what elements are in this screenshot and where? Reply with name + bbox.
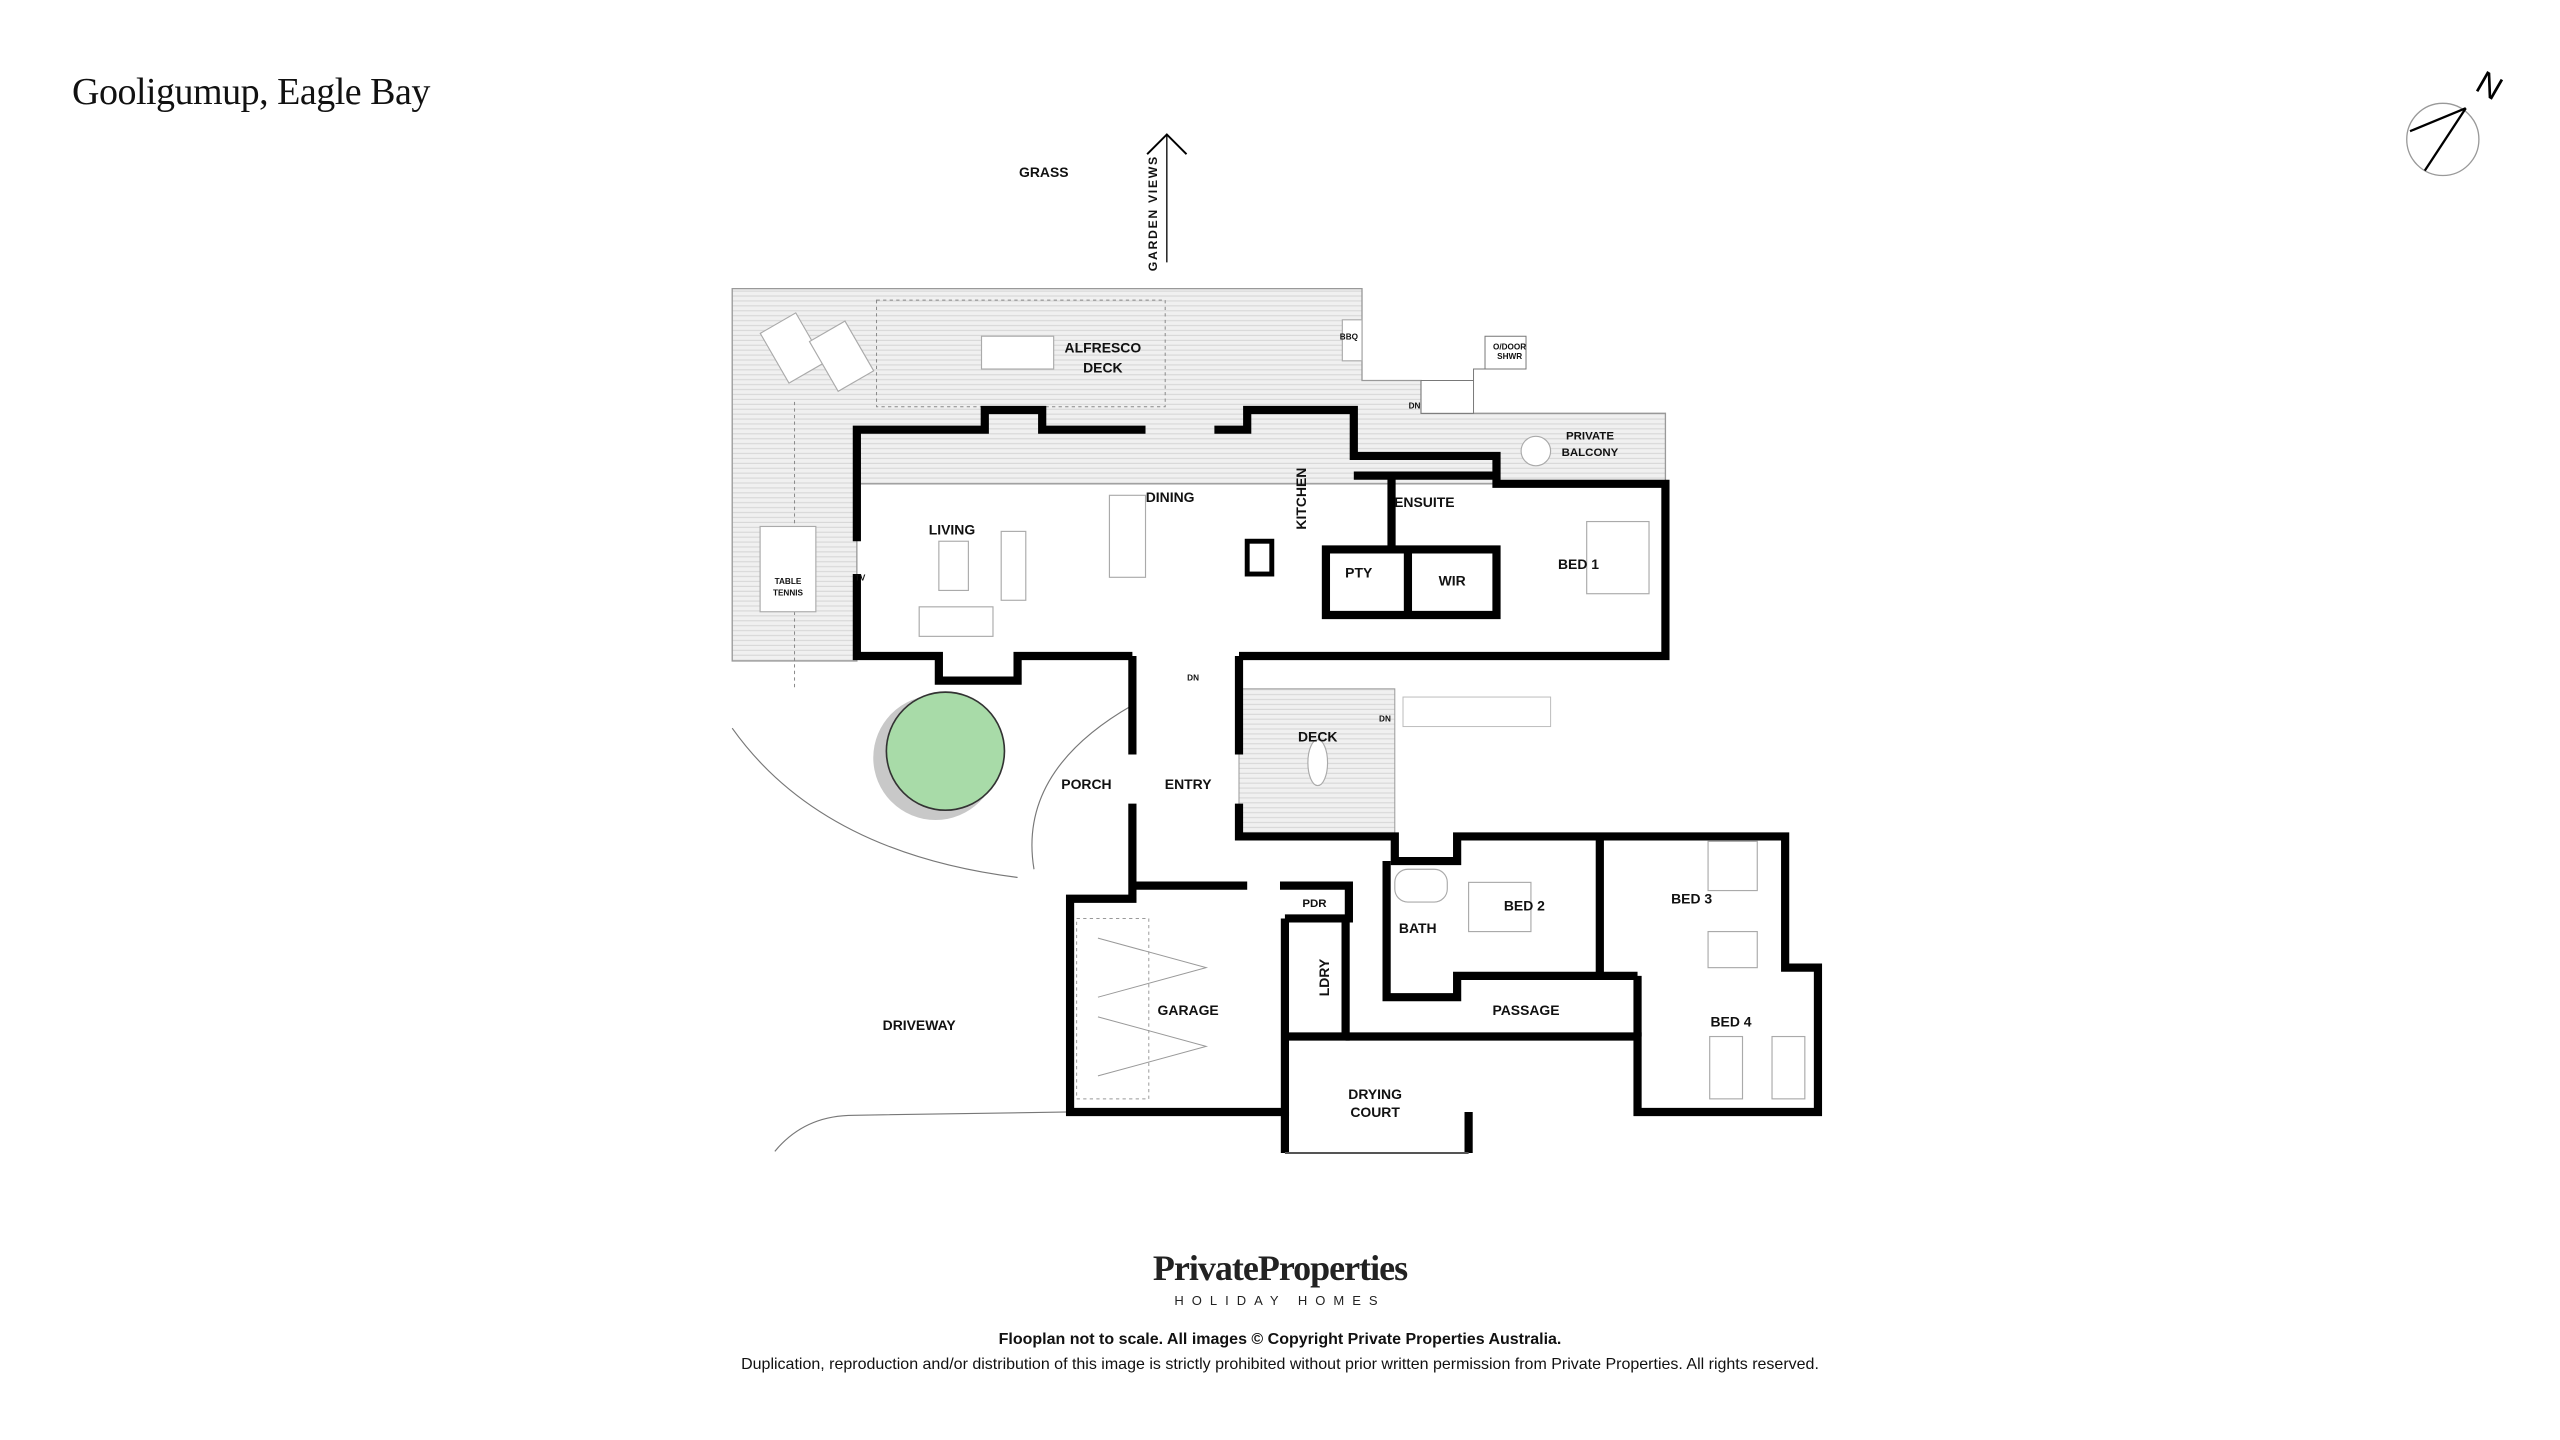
balcony-label-2: BALCONY	[1562, 447, 1619, 459]
furniture	[759, 312, 1806, 1100]
driveway-label: DRIVEWAY	[883, 1017, 957, 1033]
room-kitchen: KITCHEN	[1293, 468, 1309, 530]
compass-icon: N	[2406, 63, 2509, 177]
room-pantry: PTY	[1345, 564, 1373, 580]
copyright-note: Flooplan not to scale. All images © Copy…	[998, 1331, 1562, 1348]
garden-views-arrow-icon	[1146, 133, 1188, 263]
room-powder: PDR	[1302, 898, 1327, 910]
garden-views-label: GARDEN VIEWS	[1146, 155, 1160, 271]
drying-court-label-1: DRYING	[1348, 1086, 1402, 1102]
brand-logo: PrivateProperties	[1152, 1248, 1408, 1288]
alfresco-label-2: DECK	[1083, 359, 1123, 375]
walls	[852, 405, 1823, 1154]
shower-label-1: O/DOOR	[1493, 342, 1526, 351]
room-passage: PASSAGE	[1492, 1002, 1559, 1018]
room-wir: WIR	[1439, 573, 1466, 589]
room-bed-3: BED 3	[1671, 891, 1712, 907]
table-tennis-label-2: TENNIS	[773, 588, 804, 597]
balcony-label-1: PRIVATE	[1566, 431, 1614, 443]
drying-court-label-2: COURT	[1350, 1104, 1400, 1120]
tv-label: TV	[855, 574, 866, 583]
room-entry: ENTRY	[1165, 776, 1212, 792]
page-title: Gooligumup, Eagle Bay	[72, 71, 430, 113]
room-dining: DINING	[1146, 489, 1195, 505]
room-porch: PORCH	[1061, 776, 1111, 792]
brand-tagline: HOLIDAY HOMES	[1174, 1293, 1386, 1308]
bbq-label: BBQ	[1340, 332, 1359, 341]
table-tennis-label-1: TABLE	[775, 577, 802, 586]
driveway-edge	[774, 1111, 1071, 1152]
stairs-dn-label: DN	[1409, 401, 1421, 410]
room-deck: DECK	[1298, 728, 1338, 744]
grass-label: GRASS	[1019, 164, 1069, 180]
entry-dn-label: DN	[1187, 674, 1199, 683]
path-edge	[1031, 704, 1133, 870]
room-bed-2: BED 2	[1504, 897, 1545, 913]
garden-edge	[731, 727, 1018, 879]
room-living: LIVING	[929, 522, 975, 538]
room-ensuite: ENSUITE	[1394, 494, 1454, 510]
alfresco-label-1: ALFRESCO	[1065, 340, 1142, 356]
room-laundry: LDRY	[1316, 958, 1332, 996]
north-label: N	[2470, 63, 2509, 107]
shower-label-2: SHWR	[1497, 352, 1522, 361]
room-bed-4: BED 4	[1710, 1014, 1751, 1030]
room-garage: GARAGE	[1158, 1002, 1219, 1018]
disclaimer: Duplication, reproduction and/or distrib…	[741, 1356, 1819, 1373]
tree-icon	[873, 691, 1006, 821]
deck-dn-label: DN	[1379, 715, 1391, 724]
room-bed-1: BED 1	[1558, 556, 1599, 572]
room-bath: BATH	[1399, 920, 1437, 936]
